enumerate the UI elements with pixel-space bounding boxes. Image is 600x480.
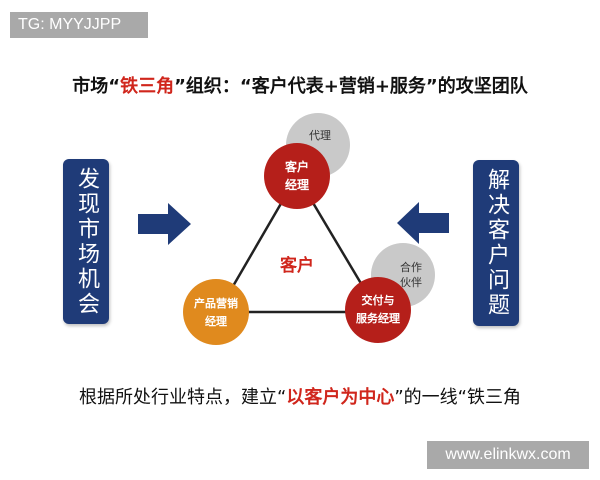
arrow-left-icon xyxy=(397,202,449,244)
satellite-agent-label: 代理 xyxy=(309,129,331,142)
node-left-line1: 产品营销 xyxy=(194,296,238,310)
left-panel: 发现市场机会 xyxy=(63,159,109,324)
footer-suffix: ”的一线“铁三角 xyxy=(394,387,521,408)
right-panel: 解决客户问题 xyxy=(473,160,519,326)
node-right-line2: 服务经理 xyxy=(356,311,400,325)
triangle-center-label: 客户 xyxy=(279,255,314,276)
node-left-line2: 经理 xyxy=(205,314,227,328)
node-top-circle xyxy=(264,143,330,209)
node-left-circle xyxy=(183,279,249,345)
footer-text: 根据所处行业特点，建立“以客户为中心”的一线“铁三角 xyxy=(0,383,600,409)
watermark-tag: TG: MYYJJPP xyxy=(10,12,148,38)
satellite-partner-line2: 伙伴 xyxy=(400,276,422,289)
triangle-outline xyxy=(215,173,381,314)
watermark-url: www.elinkwx.com xyxy=(427,441,589,469)
satellite-partner-line1: 合作 xyxy=(400,260,422,274)
footer-highlight: 以客户为中心 xyxy=(286,387,395,408)
left-panel-text: 发现市场机会 xyxy=(74,166,99,317)
headline-prefix: 市场“ xyxy=(72,76,121,97)
right-panel-text: 解决客户问题 xyxy=(484,168,509,318)
node-right-circle xyxy=(345,277,411,343)
node-top-line1: 客户 xyxy=(284,159,309,174)
footer-prefix: 根据所处行业特点，建立“ xyxy=(79,387,287,408)
headline-suffix: ”组织：“客户代表+营销+服务”的攻坚团队 xyxy=(174,76,528,97)
headline: 市场“铁三角”组织：“客户代表+营销+服务”的攻坚团队 xyxy=(0,72,600,98)
node-top-line2: 经理 xyxy=(285,177,309,192)
node-right-line1: 交付与 xyxy=(362,293,395,307)
arrow-right-icon xyxy=(138,203,191,245)
headline-highlight: 铁三角 xyxy=(120,76,175,97)
